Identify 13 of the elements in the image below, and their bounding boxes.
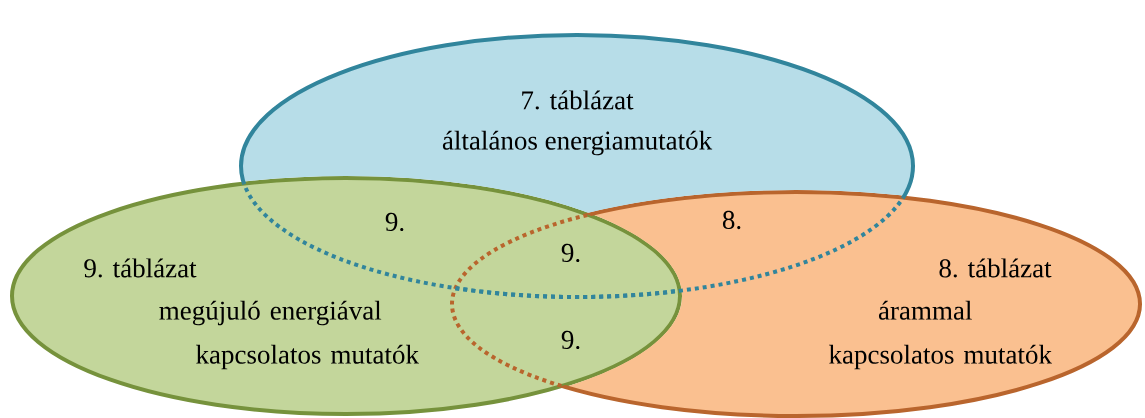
table-title: 9. táblázat: [84, 258, 197, 278]
table-title: 7. táblázat: [522, 90, 634, 110]
region-number: 9.: [385, 212, 404, 232]
table-title: 8. táblázat: [939, 258, 1052, 278]
venn-ellipse: [10, 176, 682, 416]
table-description: megújuló energiával kapcsolatos mutatók: [159, 300, 419, 370]
table-description: általános energiamutatók: [442, 130, 713, 156]
region-number: 9.: [561, 330, 580, 350]
venn-ellipse: [450, 190, 1142, 418]
venn-ellipse: [239, 33, 915, 299]
region-number: 9.: [561, 243, 580, 263]
table-description: árammal kapcsolatos mutatók: [829, 300, 1052, 370]
region-number: 8.: [722, 210, 741, 230]
